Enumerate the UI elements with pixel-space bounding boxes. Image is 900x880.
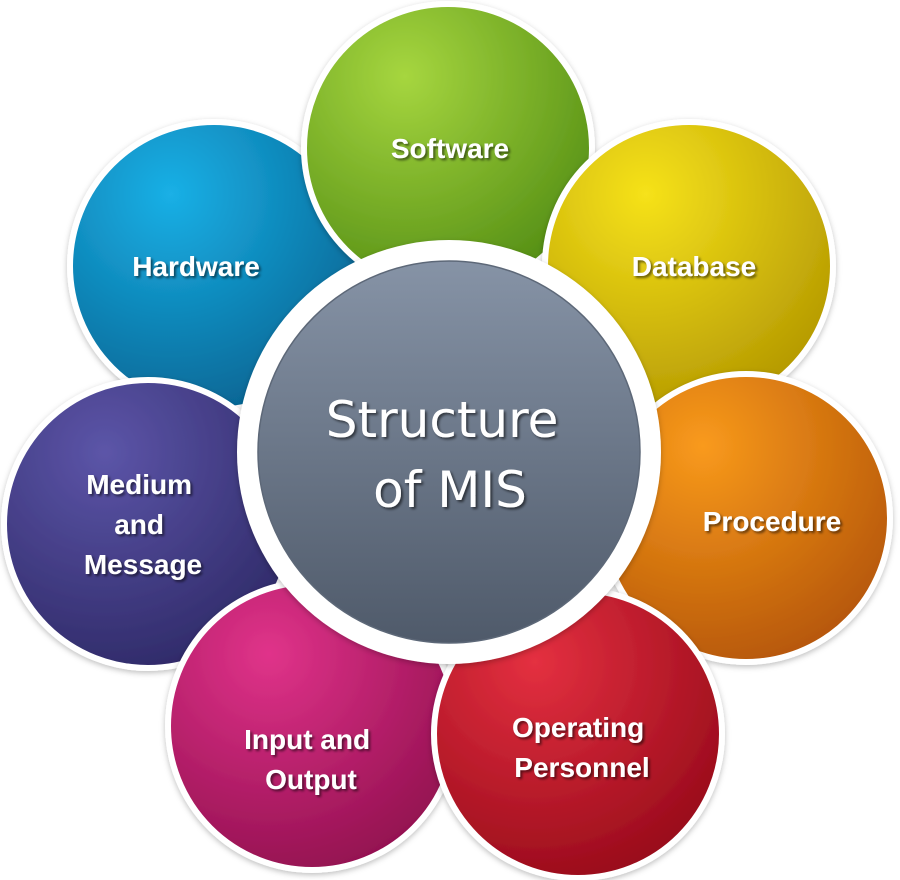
petal-label-operating-personnel: Operating Personnel (512, 712, 652, 783)
center-title: Structure of MIS (326, 391, 575, 519)
petal-label-hardware: Hardware (132, 251, 260, 282)
petal-label-database: Database (632, 251, 757, 282)
petal-label-software: Software (391, 133, 509, 164)
center-circle (257, 260, 641, 644)
petal-label-input-output: Input and Output (244, 724, 378, 795)
petal-label-medium-message: Medium and Message (84, 469, 202, 580)
petal-label-procedure: Procedure (703, 506, 842, 537)
